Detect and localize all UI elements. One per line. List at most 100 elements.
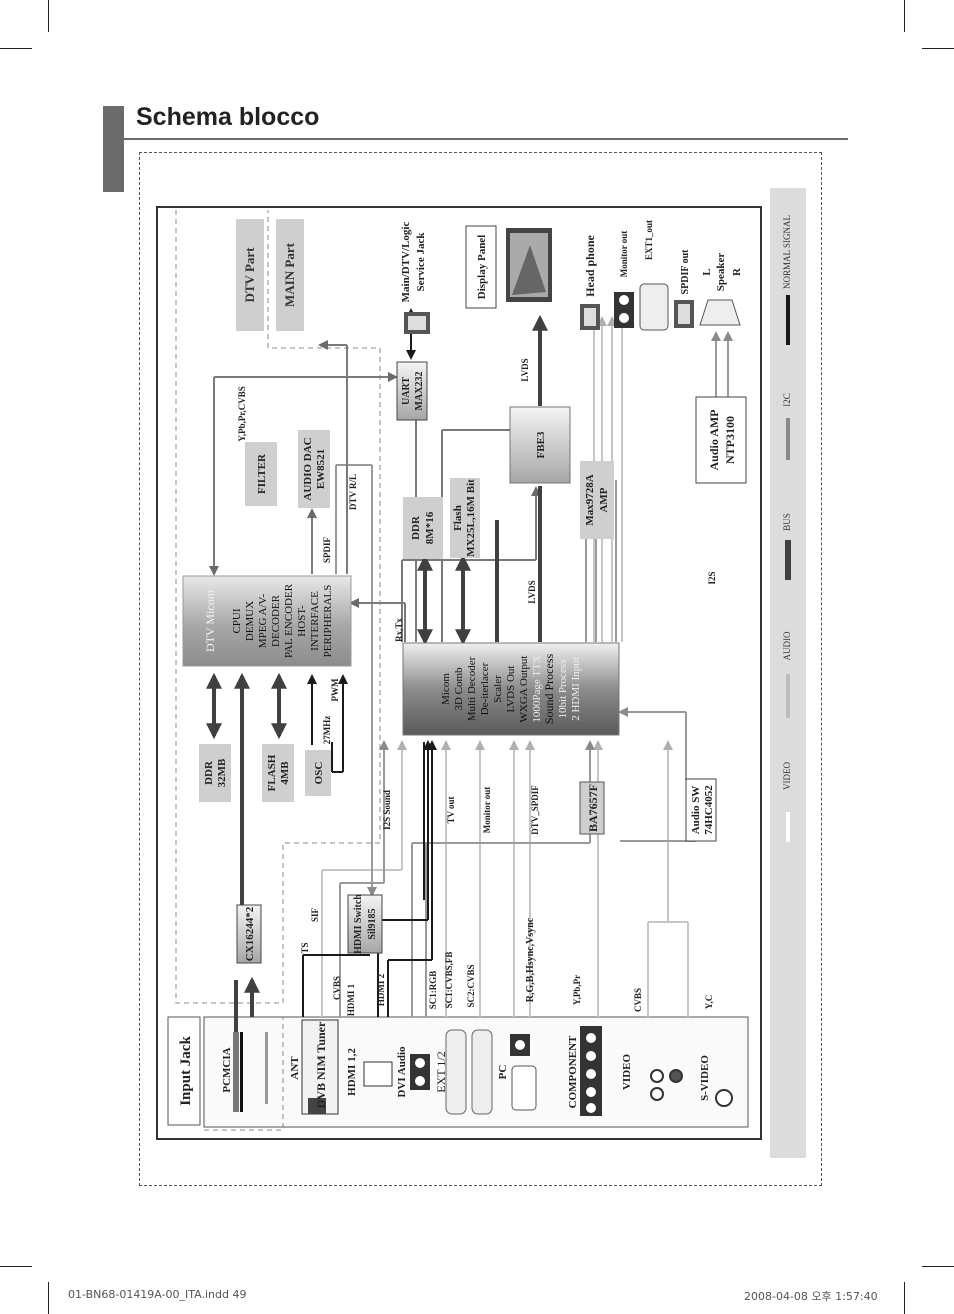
ext1-out-label: EXT1_out: [644, 220, 654, 260]
title-accent-bar: [121, 106, 124, 192]
normal-signal-lines: [302, 308, 437, 1017]
display-panel-icon: [512, 245, 546, 295]
fbe3-label: FBE3: [535, 431, 547, 458]
input-labels: PCMCIA ANT DVB NIM Tuner HDMI 1,2 DVI Au…: [221, 1021, 711, 1108]
signal-label: SC2:CVBS: [466, 964, 476, 1007]
uart-label: MAX232: [414, 372, 425, 411]
crop-mark: [922, 1266, 954, 1267]
hdmi-switch-label: Sil9185: [367, 908, 378, 939]
speaker-l-label: L: [701, 268, 713, 275]
flash4-block: [262, 744, 294, 802]
hdmi-port-icon: [363, 1061, 393, 1087]
signal-label: DTV R/L: [348, 474, 358, 510]
max9728-label: Max9728A: [584, 474, 596, 525]
page-title: Schema blocco: [136, 103, 320, 131]
audio-amp-label: Audio AMP: [707, 409, 721, 470]
video-jacks-icon: [650, 1069, 664, 1083]
signal-label: CVBS: [332, 976, 342, 1000]
main-micom-line: 1000Page TTX: [531, 655, 543, 722]
max9728-label: AMP: [598, 487, 610, 512]
signal-label: Monitor out: [482, 787, 492, 834]
hdmi-switch-block: [347, 894, 383, 954]
main-micom-line: 3D Comb: [453, 667, 465, 711]
video-jacks-icon: [650, 1087, 664, 1101]
monitor-out-jack-icon: [619, 295, 629, 305]
signal-label: PWM: [330, 678, 340, 701]
dtv-part-box: [236, 219, 264, 331]
pcmcia-slot-icon: [240, 1032, 243, 1112]
signal-label: TV out: [446, 796, 456, 823]
ddr32-label: 32MB: [216, 758, 228, 787]
audio-amp-block: [695, 396, 747, 484]
audio-amp-label: NTP3100: [723, 416, 737, 464]
crop-mark: [922, 48, 954, 49]
legend: VIDEO AUDIO BUS I2C NORMAL SIGNAL: [782, 215, 792, 842]
scart-connector-icon: [471, 1029, 493, 1115]
flash16-label: Flash: [452, 505, 464, 531]
uart-block: [396, 361, 428, 421]
monitor-out-label: Monitor out: [619, 231, 629, 278]
ba7657f-label: BA7657F: [586, 784, 600, 832]
title-rule: [124, 138, 848, 140]
monitor-out-jack-icon: [619, 313, 629, 323]
dtv-part-label: DTV Part: [242, 247, 257, 303]
main-micom-block: [402, 642, 620, 736]
audio-sw-label: 74HC4052: [703, 785, 715, 835]
input-jack-box: [167, 1016, 201, 1126]
crop-mark: [48, 0, 49, 32]
filter-label: FILTER: [256, 453, 268, 494]
flash4-label: 4MB: [279, 761, 291, 785]
crop-mark: [904, 0, 905, 32]
speaker-label: Speaker: [715, 253, 727, 292]
signal-label: HDMI 1: [346, 983, 356, 1016]
tuner-icon: [308, 1098, 326, 1114]
crop-mark: [0, 48, 32, 49]
headphone-jack-icon: [584, 308, 596, 326]
speaker-icon: [699, 299, 741, 326]
main-part-box: [276, 219, 304, 331]
ext1-out-connector-icon: [639, 283, 669, 331]
service-jack-label: Service Jack: [415, 232, 427, 292]
pc-label: PC: [497, 1065, 509, 1080]
signal-label: Y,C: [704, 995, 714, 1009]
signal-label: SC1:RGB: [428, 971, 438, 1010]
ddr8-label: 8M*16: [424, 511, 436, 544]
dtv-micom-block: [182, 575, 352, 667]
legend-label: VIDEO: [782, 762, 792, 790]
audio-sw-block: [685, 778, 717, 842]
main-region-border: [204, 1017, 284, 1131]
component-jacks-icon: [586, 1033, 596, 1043]
cx16244-label: CX16244*2: [244, 906, 256, 961]
ddr8-label: DDR: [410, 515, 422, 540]
filter-block: [245, 442, 277, 506]
legend-strip: [770, 188, 806, 1158]
signal-label: LVDS: [527, 580, 537, 603]
input-jack-label: Input Jack: [178, 1036, 194, 1106]
flash16-block: [450, 478, 480, 558]
legend-label: I2C: [782, 393, 792, 407]
osc-label: OSC: [313, 762, 325, 785]
crop-mark: [904, 1282, 905, 1314]
ddr8-block: [403, 497, 443, 559]
component-jacks-icon: [586, 1103, 596, 1113]
main-micom-line: Scaler: [492, 675, 504, 703]
pc-audio-jack-icon: [515, 1040, 525, 1050]
title-accent-bar: [103, 106, 121, 192]
bus-lines: [206, 314, 548, 1100]
footer-timestamp: 2008-04-08 오후 1:57:40: [744, 1290, 878, 1303]
svideo-label: S-VIDEO: [699, 1055, 711, 1101]
main-micom-line: Multi Decoder: [466, 656, 478, 721]
signal-label: Y,Pb,Pr: [572, 975, 582, 1005]
signal-label: R,G,B,Hsync,Vsync: [525, 917, 536, 1002]
signal-label: 27MHz: [322, 716, 332, 745]
monitor-out-jack-icon: [614, 292, 634, 328]
main-micom-line: 2 HDMI Input: [570, 657, 582, 721]
hdmi-switch-label: HDMI Switch: [353, 894, 364, 954]
footer-filename: 01-BN68-01419A-00_ITA.indd 49: [68, 1288, 247, 1301]
component-label: COMPONENT: [567, 1035, 579, 1108]
dtv-micom-line: INTERFACE: [309, 591, 321, 651]
dtv-micom-line: DEMUX: [244, 601, 256, 641]
dtv-micom-line: MPEG A/V-: [257, 594, 269, 649]
flash16-label: MX25L,16M Bit: [465, 479, 477, 557]
